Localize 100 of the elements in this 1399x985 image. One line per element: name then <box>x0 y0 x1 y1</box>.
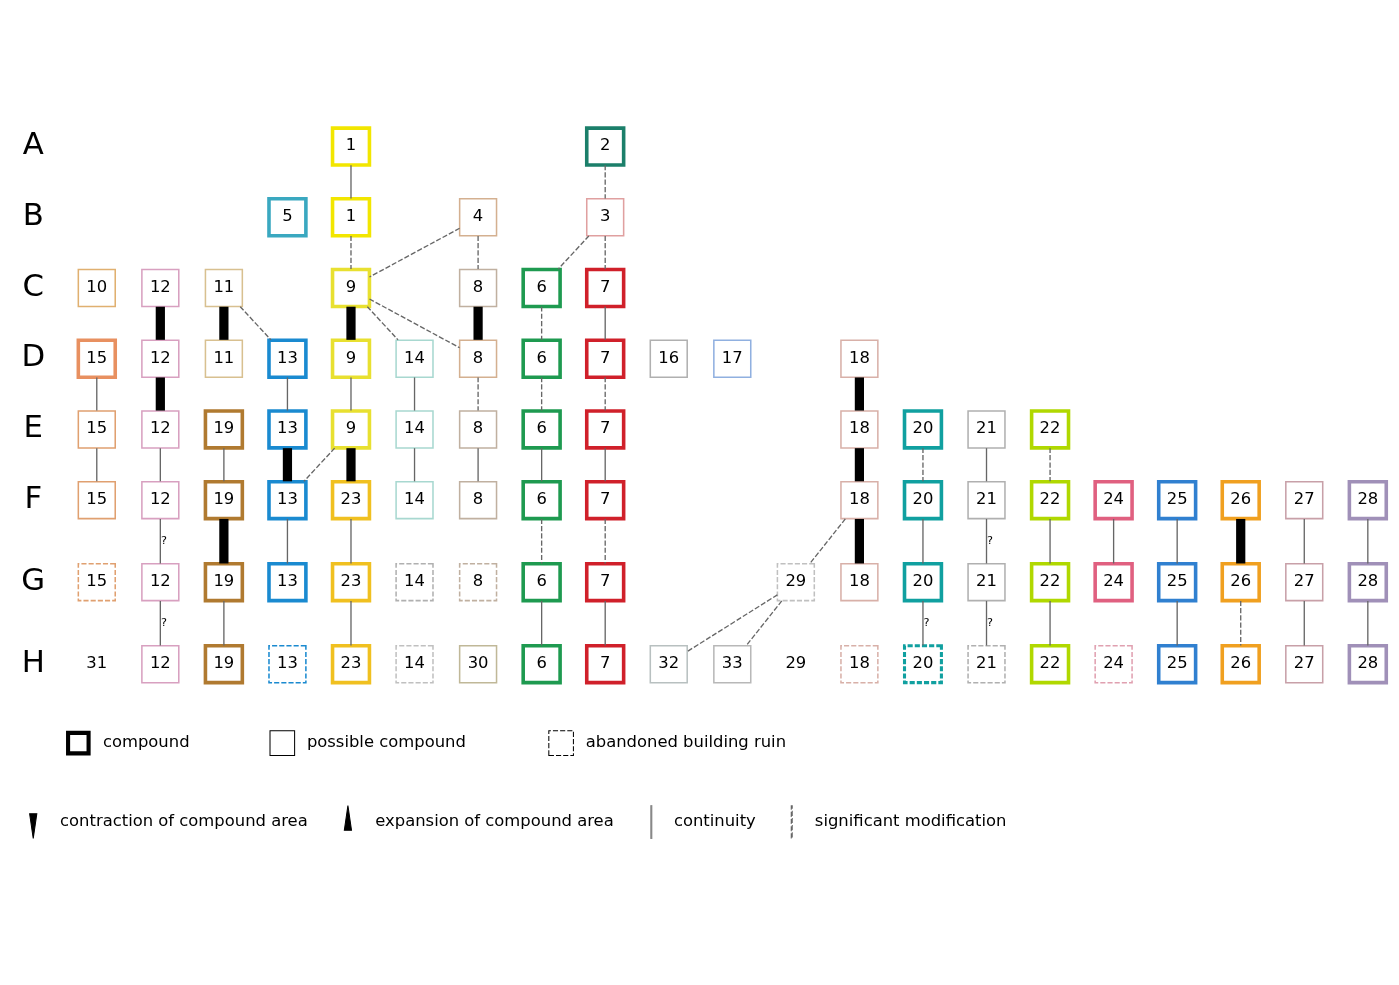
node-box: 11 <box>204 268 244 308</box>
legend-label: continuity <box>673 810 756 830</box>
connector <box>604 600 606 647</box>
connector <box>350 600 352 647</box>
node-box: 26 <box>1220 479 1261 521</box>
node-box: 6 <box>521 338 562 379</box>
node-box: 14 <box>395 410 434 449</box>
node-box: 13 <box>267 338 308 379</box>
node-box: 21 <box>967 562 1006 602</box>
node-box: 7 <box>584 479 626 521</box>
node-box: 13 <box>267 409 308 450</box>
node-box: 20 <box>902 561 944 603</box>
node-box: 4 <box>458 198 498 237</box>
connector <box>223 447 225 482</box>
node-box: 2 <box>584 126 626 167</box>
node-box: 6 <box>521 267 562 309</box>
connector <box>473 306 483 340</box>
connector <box>540 447 543 482</box>
label: B <box>22 195 44 232</box>
node-box: 12 <box>141 410 180 449</box>
node-box: 22 <box>1029 643 1071 685</box>
legend-label: compound <box>102 732 190 752</box>
node-box: 9 <box>330 267 372 309</box>
node-box: 24 <box>1093 479 1134 521</box>
connector <box>922 447 924 482</box>
node-box: 25 <box>1156 643 1198 685</box>
node-box: 18 <box>840 410 879 449</box>
connector <box>604 376 606 412</box>
connector <box>96 376 98 412</box>
node-box: 14 <box>395 562 434 602</box>
node-box: 20 <box>902 479 944 521</box>
connector <box>346 448 356 482</box>
node-box: 3 <box>586 198 625 237</box>
connector <box>557 235 590 270</box>
node-box: 12 <box>141 562 180 602</box>
connector <box>540 600 543 647</box>
node-box: 25 <box>1156 479 1198 521</box>
connector <box>1303 518 1305 565</box>
connector <box>1176 600 1178 647</box>
connector <box>1367 518 1369 565</box>
connector <box>286 518 289 565</box>
connector <box>350 376 352 412</box>
node-box: 27 <box>1285 480 1324 520</box>
connector <box>604 518 606 565</box>
connector <box>985 447 988 482</box>
node-box: 7 <box>584 338 626 379</box>
node-box: 18 <box>840 339 879 378</box>
connector <box>159 600 161 647</box>
node-box: 8 <box>458 268 498 308</box>
connector <box>604 306 606 341</box>
edge-label: ? <box>923 616 930 630</box>
node-box: 17 <box>713 339 752 378</box>
connector <box>413 447 416 482</box>
node-box: 12 <box>141 339 180 378</box>
connector <box>96 447 98 482</box>
node-box: 29 <box>776 562 816 602</box>
connector <box>1240 600 1242 647</box>
node-box: 11 <box>204 339 244 378</box>
label: E <box>23 408 43 445</box>
connector <box>540 376 543 412</box>
node-box: 7 <box>584 267 626 309</box>
connector <box>604 447 606 482</box>
connector <box>346 306 356 340</box>
connector <box>604 164 606 200</box>
label: D <box>21 337 46 374</box>
legend-label: possible compound <box>306 732 466 752</box>
edge-label: ? <box>160 616 167 630</box>
legend-label: contraction of compound area <box>60 810 308 830</box>
node-box: 22 <box>1029 409 1071 450</box>
node-box: 13 <box>267 561 308 603</box>
node-box: 8 <box>458 480 498 520</box>
node-box: 28 <box>1347 643 1389 685</box>
connector <box>922 600 924 647</box>
node-box: 23 <box>330 561 372 603</box>
connector <box>286 376 289 412</box>
node-box: 14 <box>395 644 434 684</box>
connector <box>1112 518 1115 565</box>
node-box: 15 <box>77 480 116 520</box>
connector <box>1049 447 1051 482</box>
node-box: 19 <box>203 409 245 450</box>
node-box: 26 <box>1220 643 1261 685</box>
connector <box>540 518 543 565</box>
connector <box>1303 600 1305 647</box>
connector <box>686 594 779 653</box>
edge-label: ? <box>987 616 994 630</box>
connector <box>219 306 229 340</box>
node-box: 8 <box>458 562 498 602</box>
connector <box>985 518 988 565</box>
connector <box>159 447 161 482</box>
node-box: 26 <box>1220 561 1261 603</box>
connector <box>477 447 479 482</box>
connector <box>366 306 399 341</box>
node-text: 31 <box>86 653 108 673</box>
connector <box>223 600 225 647</box>
node-text: 29 <box>785 653 807 673</box>
node-box: 18 <box>840 562 879 602</box>
node-box: 1 <box>330 197 372 238</box>
node-box: 23 <box>330 479 372 521</box>
label: G <box>21 560 46 597</box>
node-box: 18 <box>840 644 879 684</box>
